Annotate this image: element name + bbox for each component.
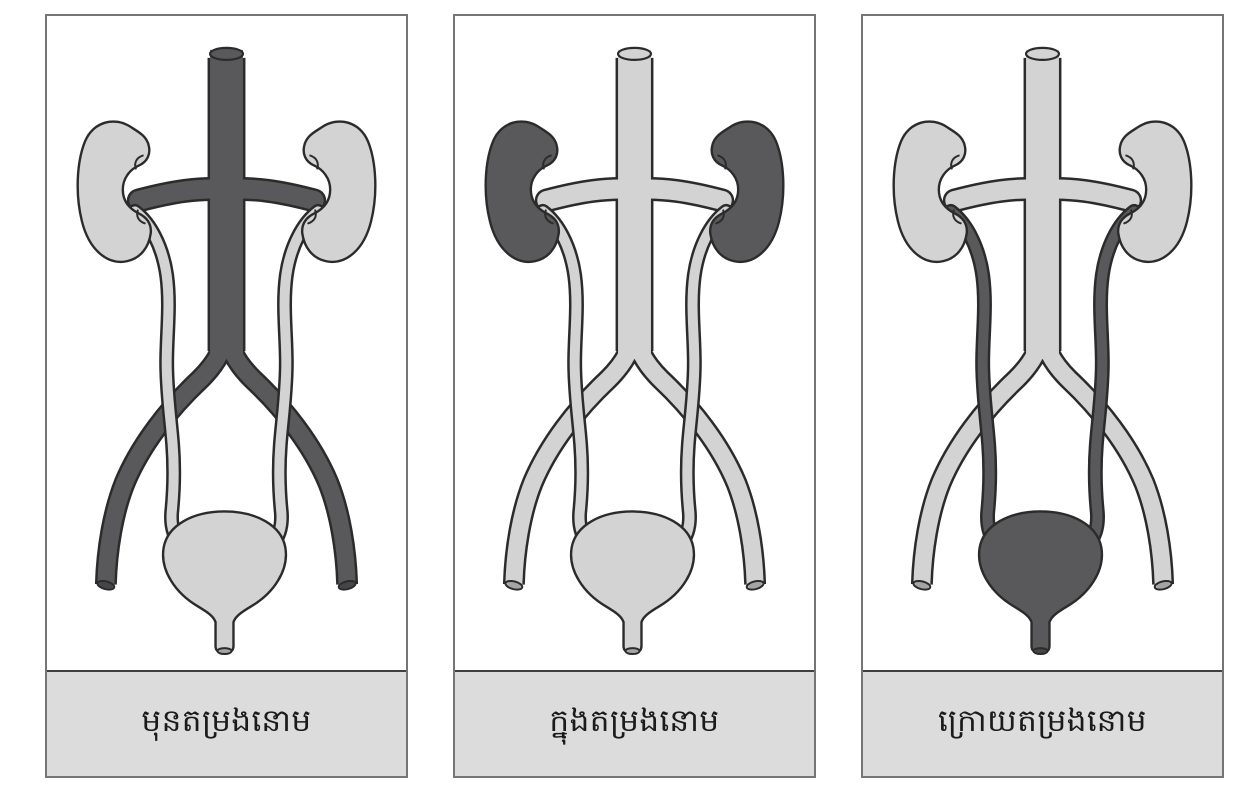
kidney-right-hilum-lower-mark [1123,209,1133,225]
urethra-tip-shade [219,649,230,654]
diagram-panel-2: ក្នុងតម្រងនោម [453,14,816,778]
aorta-top-opening [616,46,653,61]
iliac-tip-right [1153,579,1173,591]
renal-artery-right-shape [1033,179,1140,210]
iliac-artery-left-shape [97,326,235,585]
aorta-top-opening [1024,46,1061,61]
iliac-artery-left-shape [505,326,643,585]
kidney-right [300,120,377,264]
kidney-right-hilum-lower-mark [307,209,317,225]
iliac-tip-right [337,579,357,591]
urethra-tip-shade [627,649,638,654]
kidney-left-hilum-upper-mark [134,154,144,170]
bladder-group [977,510,1104,656]
vessel-fill [913,49,1172,585]
kidney-left-shape [892,120,969,264]
diagram-panel-1: មុនតម្រងនោម [45,14,408,778]
bladder-shape [569,510,696,655]
iliac-artery-right-shape [626,326,764,585]
kidney-right-shape [708,120,785,264]
iliac-artery-right-shape [1034,326,1172,585]
iliac-tip-left [912,579,932,591]
kidney-left [892,120,969,264]
kidney-right [708,120,785,264]
bladder-group [161,510,288,656]
kidney-left-hilum-upper-mark [542,154,552,170]
caption-band: ក្នុងតម្រងនោម [455,670,814,776]
kidney-right [1116,120,1193,264]
urinary-system-svg [484,46,785,656]
kidney-left-hilum-lower-mark [544,209,554,225]
iliac-tip-left [96,579,116,591]
urethra-tip-opening [216,647,233,656]
kidney-right-shape [300,120,377,264]
kidney-left-shape [484,120,561,264]
urinary-system-illustration [47,16,406,670]
urinary-system-svg [892,46,1193,656]
urinary-system-illustration [455,16,814,670]
vessel-fill [505,49,764,585]
iliac-artery-left-shape [913,326,1051,585]
urethra-tip-shade [1035,649,1046,654]
urinary-system-svg [76,46,377,656]
kidney-right-hilum-upper-mark [1125,154,1135,170]
panel-caption: ក្រោយតម្រងនោម [938,702,1147,738]
renal-artery-right-shape [625,179,732,210]
bladder-shape [161,510,288,655]
kidney-right-hilum-upper-mark [717,154,727,170]
kidney-left-hilum-lower-mark [952,209,962,225]
panel-caption: មុនតម្រងនោម [141,702,312,738]
kidney-right-hilum-lower-mark [715,209,725,225]
caption-band: ក្រោយតម្រងនោម [863,670,1222,776]
urethra-tip-opening [1032,647,1049,656]
renal-artery-right-shape [217,179,324,210]
caption-band: មុនតម្រងនោម [47,670,406,776]
kidney-left-hilum-lower-mark [136,209,146,225]
iliac-tip-left [504,579,524,591]
vessel-group [910,46,1175,591]
kidney-left-shape [76,120,153,264]
kidney-right-hilum-upper-mark [309,154,319,170]
vessel-fill [97,49,356,585]
vessel-group [94,46,359,591]
iliac-artery-right-shape [218,326,356,585]
kidney-left-hilum-upper-mark [950,154,960,170]
kidney-right-shape [1116,120,1193,264]
bladder-shape [977,510,1104,655]
vessel-group [502,46,767,591]
diagram-panel-3: ក្រោយតម្រងនោម [861,14,1224,778]
kidney-left [76,120,153,264]
aorta-top-opening [208,46,245,61]
panel-row: មុនតម្រងនោម [45,14,1224,778]
kidney-left [484,120,561,264]
panel-caption: ក្នុងតម្រងនោម [549,702,720,738]
urinary-system-illustration [863,16,1222,670]
iliac-tip-right [745,579,765,591]
bladder-group [569,510,696,656]
urethra-tip-opening [624,647,641,656]
